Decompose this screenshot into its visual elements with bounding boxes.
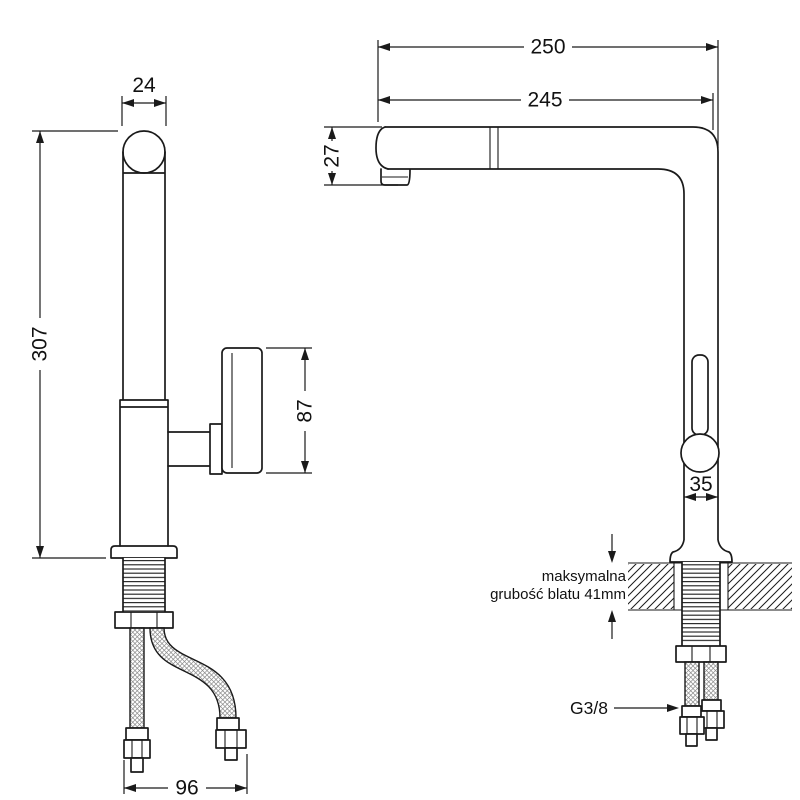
arrowhead-left [378, 96, 390, 104]
arrowhead-down [36, 546, 44, 558]
arrowhead-left [124, 784, 136, 792]
handle-knob [680, 433, 720, 473]
hose-nipple [685, 733, 698, 747]
spout-outer-edge [384, 126, 719, 541]
hose-nipple [705, 727, 718, 741]
arrowhead-up [36, 131, 44, 143]
front-view: 250 245 27 35 maksymalna grubość blatu 4… [321, 36, 792, 747]
thread-spec-label: G3/8 [570, 698, 608, 718]
spout-inner-edge [387, 168, 685, 541]
dim-label-307: 307 [29, 326, 52, 361]
dim-label-96: 96 [175, 777, 198, 800]
dim-label-24: 24 [132, 74, 156, 97]
hose-fitting [681, 705, 702, 718]
handle-neck [167, 431, 211, 467]
handle-hub [209, 423, 223, 475]
arrowhead-right [706, 493, 718, 501]
base-flange [110, 545, 178, 559]
front-view-threaded-shank [681, 561, 721, 647]
hose-hex-nut [123, 739, 151, 759]
arrowhead-right [154, 99, 166, 107]
handle-side [221, 347, 263, 474]
hose-nipple [130, 757, 144, 773]
handle-lever [691, 354, 709, 436]
front-view-faucet-outline [375, 126, 733, 563]
hose-hex-nut [215, 729, 247, 749]
dim-base-spread: 96 [123, 754, 248, 800]
dim-label-250: 250 [530, 36, 565, 59]
hose-fitting [125, 727, 149, 741]
hose-fitting [701, 699, 722, 712]
front-view-supply-hoses [679, 661, 725, 747]
arrowhead-left [378, 43, 390, 51]
side-view-threaded-shank [122, 557, 166, 613]
pullout-head-seam [489, 127, 499, 169]
supply-hose-right [703, 661, 719, 701]
side-view-mounting-bracket [114, 611, 174, 629]
thread-spec: G3/8 [570, 698, 679, 718]
spout-tip [375, 126, 389, 170]
dim-spout-height: 27 [321, 126, 398, 186]
arrowhead-left [122, 99, 134, 107]
arrowhead-right [701, 96, 713, 104]
countertop-thickness-note: maksymalna grubość blatu 41mm [490, 534, 627, 639]
arrowhead-right [667, 704, 679, 712]
arrowhead-down [328, 173, 336, 185]
supply-hose-left [129, 627, 145, 729]
hose-nipple [224, 747, 238, 761]
side-view-faucet-outline [110, 130, 263, 559]
dim-body-width: 35 [684, 473, 718, 501]
supply-hose-left [684, 661, 700, 707]
arrowhead-right [235, 784, 247, 792]
base-dome [669, 539, 733, 563]
side-view: 24 307 87 96 [29, 74, 317, 800]
dim-overall-reach: 250 [377, 36, 719, 148]
dim-handle-height: 87 [266, 347, 317, 474]
arrowhead-left [684, 493, 696, 501]
dim-label-35: 35 [689, 473, 712, 496]
hose-hex-nut [679, 716, 705, 735]
spout-end-cap [122, 130, 166, 174]
arrowhead-up [608, 610, 616, 622]
arrowhead-down [608, 551, 616, 563]
faucet-column [119, 151, 169, 547]
dim-label-27: 27 [321, 144, 344, 167]
dim-height: 307 [29, 130, 118, 559]
arrowhead-up [328, 127, 336, 139]
arrowhead-up [301, 348, 309, 360]
dim-top-width: 24 [121, 74, 167, 126]
hose-fitting [216, 717, 240, 731]
countertop-note-line1: maksymalna [542, 568, 627, 585]
side-view-supply-hoses [123, 627, 247, 773]
front-view-mounting-nut [675, 645, 727, 663]
arrowhead-right [706, 43, 718, 51]
dim-label-245: 245 [527, 89, 562, 112]
supply-hose-right [149, 627, 237, 719]
countertop-note-line2: grubość blatu 41mm [490, 586, 626, 603]
dim-spout-reach: 245 [378, 89, 714, 130]
dim-label-87: 87 [294, 399, 317, 422]
arrowhead-down [301, 461, 309, 473]
